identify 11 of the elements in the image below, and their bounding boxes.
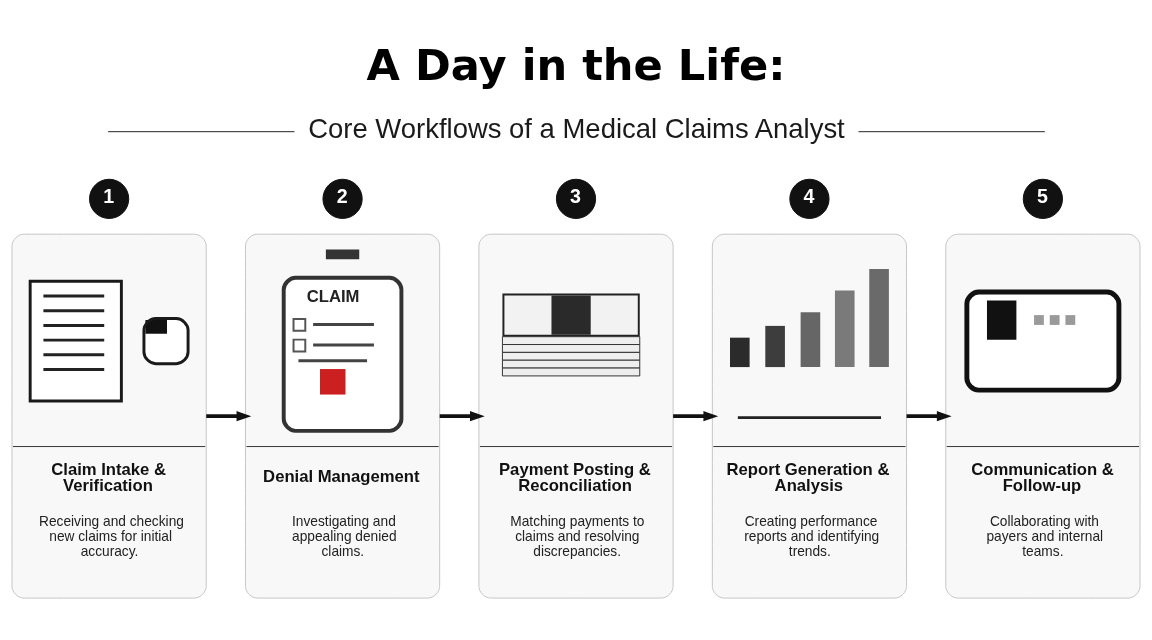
diagram-title: A Day in the Life: bbox=[366, 39, 786, 90]
node-circle: 4 bbox=[789, 178, 830, 219]
node-circle: 3 bbox=[555, 178, 597, 219]
arrow bbox=[906, 410, 952, 421]
node-circle: 1 bbox=[89, 178, 130, 219]
arrow bbox=[206, 410, 252, 421]
label: Core Workflows of a Medical Claims Analyst bbox=[308, 112, 845, 144]
arrow bbox=[439, 410, 485, 421]
node-circle: 2 bbox=[322, 178, 363, 219]
node-circle: 5 bbox=[1022, 178, 1063, 219]
arrow bbox=[673, 410, 719, 421]
